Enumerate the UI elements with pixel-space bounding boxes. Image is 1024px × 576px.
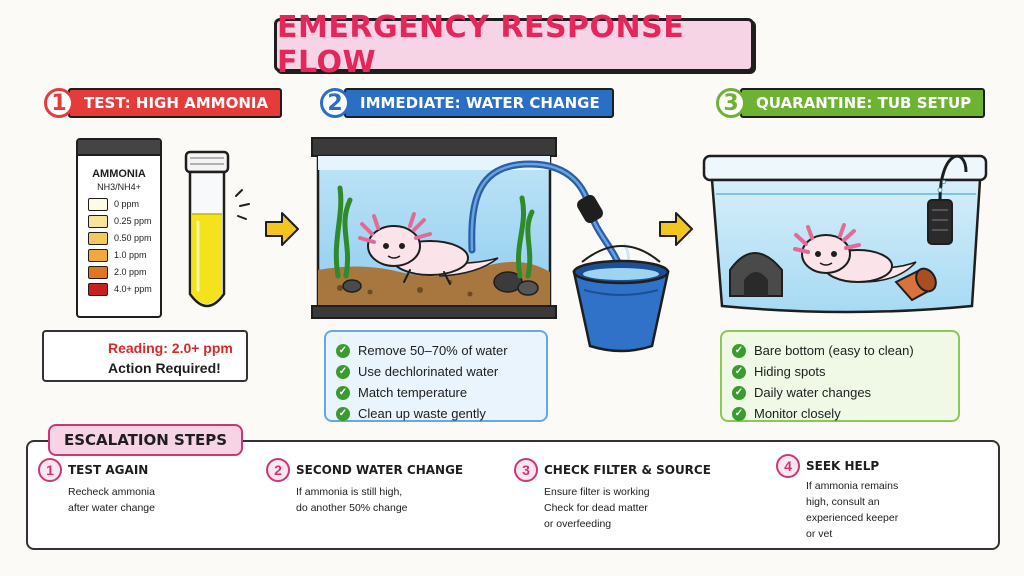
level-label: 0 ppm (114, 199, 140, 209)
escalation-title-1: TEST AGAIN (68, 463, 149, 477)
checklist-item: ✓ Hiding spots (732, 361, 948, 382)
bucket-icon (572, 245, 670, 353)
checklist-item: ✓ Bare bottom (easy to clean) (732, 340, 948, 361)
escalation-line: do another 50% change (296, 502, 408, 514)
checklist-item: ✓ Remove 50–70% of water (336, 340, 536, 361)
level-swatch (88, 231, 108, 245)
step-2-label: IMMEDIATE: WATER CHANGE (344, 88, 614, 118)
level-row: 0.25 ppm (88, 214, 160, 228)
step-1-label: TEST: HIGH AMMONIA (68, 88, 283, 118)
checklist-text: Monitor closely (754, 406, 841, 421)
escalation-title: ESCALATION STEPS (48, 424, 244, 456)
checklist-item: ✓ Use dechlorinated water (336, 361, 536, 382)
step-3-header: 3 QUARANTINE: TUB SETUP (716, 88, 986, 118)
checklist-text: Bare bottom (easy to clean) (754, 343, 914, 358)
check-icon: ✓ (336, 364, 350, 379)
escalation-desc-1: Recheck ammonia after water change (68, 484, 155, 516)
checklist-text: Clean up waste gently (358, 406, 486, 421)
check-icon: ✓ (336, 343, 350, 358)
level-label: 0.25 ppm (114, 216, 152, 226)
escalation-line: Recheck ammonia (68, 486, 155, 498)
page-title: EMERGENCY RESPONSE FLOW (277, 10, 685, 80)
arrow-right-icon (265, 212, 299, 246)
escalation-line: or vet (806, 528, 833, 540)
level-swatch (88, 197, 108, 211)
escalation-desc-4: If ammonia remains high, consult an expe… (806, 478, 898, 542)
test-chart-subtitle: NH3/NH4+ (97, 182, 141, 192)
escalation-number-1: 1 (38, 458, 62, 482)
ammonia-test-chart: AMMONIA NH3/NH4+ 0 ppm 0.25 ppm 0.50 ppm… (76, 138, 162, 318)
check-icon: ✓ (732, 385, 746, 400)
escalation-line: If ammonia remains (806, 480, 899, 492)
level-label: 4.0+ ppm (114, 284, 152, 294)
level-swatch (88, 248, 108, 262)
step-2-header: 2 IMMEDIATE: WATER CHANGE (320, 88, 614, 118)
checklist-text: Remove 50–70% of water (358, 343, 508, 358)
level-label: 0.50 ppm (114, 233, 152, 243)
step-3-label: QUARANTINE: TUB SETUP (740, 88, 986, 118)
escalation-number-4: 4 (776, 454, 800, 478)
escalation-line: after water change (68, 502, 155, 514)
checklist-text: Match temperature (358, 385, 468, 400)
escalation-number-3: 3 (514, 458, 538, 482)
level-row: 2.0 ppm (88, 265, 160, 279)
checklist-text: Hiding spots (754, 364, 826, 379)
escalation-title-4: SEEK HELP (806, 459, 880, 473)
level-swatch (88, 214, 108, 228)
step-1-number: 1 (44, 88, 74, 118)
quarantine-checklist: ✓ Bare bottom (easy to clean) ✓ Hiding spo… (720, 330, 960, 422)
test-tube-icon (184, 150, 250, 308)
step-1-header: 1 TEST: HIGH AMMONIA (44, 88, 283, 118)
check-icon: ✓ (336, 385, 350, 400)
level-label: 1.0 ppm (114, 250, 147, 260)
checklist-item: ✓ Daily water changes (732, 382, 948, 403)
escalation-line: or overfeeding (544, 518, 612, 530)
level-label: 2.0 ppm (114, 267, 147, 277)
escalation-line: Ensure filter is working (544, 486, 650, 498)
escalation-desc-3: Ensure filter is working Check for dead … (544, 484, 650, 532)
step-3-number: 3 (716, 88, 746, 118)
escalation-desc-2: If ammonia is still high, do another 50%… (296, 484, 408, 516)
escalation-line: high, consult an (806, 496, 880, 508)
warning-box: Reading: 2.0+ ppm Action Required! (42, 330, 248, 382)
arrow-right-icon (659, 212, 693, 246)
step-2-number: 2 (320, 88, 350, 118)
checklist-text: Use dechlorinated water (358, 364, 499, 379)
water-change-checklist: ✓ Remove 50–70% of water ✓ Use dechlorinat… (324, 330, 548, 422)
checklist-item: ✓ Clean up waste gently (336, 403, 536, 424)
reading-text: Reading: 2.0+ ppm (108, 340, 233, 356)
level-row: 0 ppm (88, 197, 160, 211)
quarantine-tub-icon (702, 154, 988, 314)
escalation-title-2: SECOND WATER CHANGE (296, 463, 464, 477)
level-swatch (88, 282, 108, 296)
escalation-title-3: CHECK FILTER & SOURCE (544, 463, 711, 477)
level-row: 1.0 ppm (88, 248, 160, 262)
test-chart-cap (78, 140, 160, 156)
escalation-line: Check for dead matter (544, 502, 648, 514)
escalation-line: If ammonia is still high, (296, 486, 403, 498)
level-swatch (88, 265, 108, 279)
level-row: 4.0+ ppm (88, 282, 160, 296)
aquarium-icon (311, 137, 631, 319)
level-row: 0.50 ppm (88, 231, 160, 245)
test-chart-title: AMMONIA (92, 168, 146, 180)
action-text: Action Required! (108, 360, 221, 376)
check-icon: ✓ (732, 364, 746, 379)
title-banner: EMERGENCY RESPONSE FLOW (274, 10, 754, 80)
escalation-panel (26, 440, 1000, 550)
check-icon: ✓ (732, 343, 746, 358)
escalation-line: experienced keeper (806, 512, 899, 524)
checklist-text: Daily water changes (754, 385, 872, 400)
checklist-item: ✓ Monitor closely (732, 403, 948, 424)
check-icon: ✓ (336, 406, 350, 421)
checklist-item: ✓ Match temperature (336, 382, 536, 403)
escalation-number-2: 2 (266, 458, 290, 482)
check-icon: ✓ (732, 406, 746, 421)
